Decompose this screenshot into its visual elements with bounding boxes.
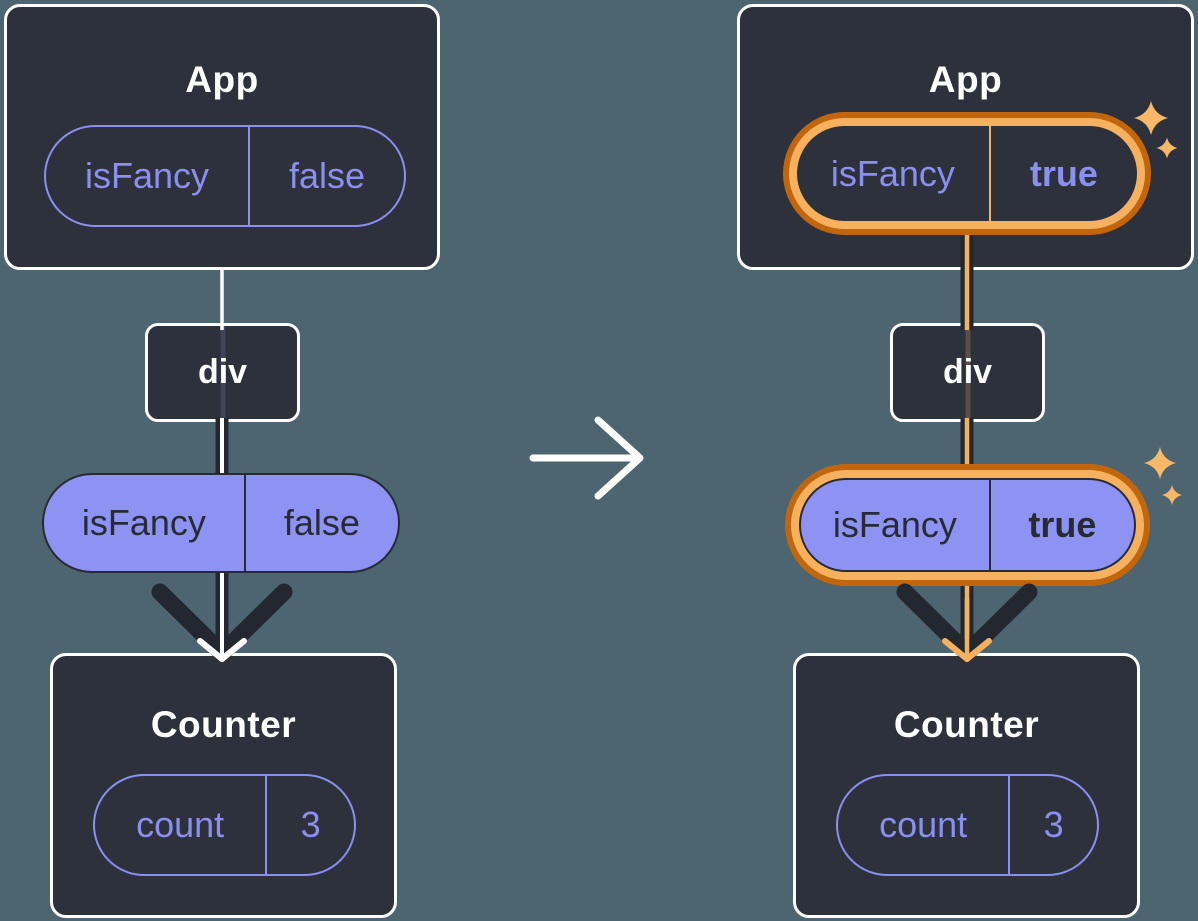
div-label: div xyxy=(942,353,993,391)
connector-ghost-line xyxy=(220,326,225,419)
state-name: count xyxy=(838,776,1011,874)
div-card-before: div xyxy=(145,323,300,422)
app-title: App xyxy=(928,59,1003,100)
prop-pill-before: isFancy false xyxy=(42,473,400,573)
state-name: count xyxy=(95,776,268,874)
connector-ghost-line xyxy=(965,326,970,419)
app-card-before: App isFancy false xyxy=(4,4,440,270)
counter-state-pill-after: count 3 xyxy=(836,774,1099,876)
arrow-right-icon xyxy=(529,416,644,500)
highlight-ring-prop: isFancy true xyxy=(785,464,1150,586)
state-value: 3 xyxy=(300,804,321,845)
state-value: true xyxy=(1029,152,1098,194)
state-name: isFancy xyxy=(797,126,991,221)
counter-title: Counter xyxy=(150,704,297,745)
state-value: 3 xyxy=(1043,804,1064,845)
app-state-pill-before: isFancy false xyxy=(44,125,406,227)
highlight-ring-app-state: isFancy true xyxy=(783,112,1151,235)
prop-name: isFancy xyxy=(801,480,991,570)
arrow-down-icon xyxy=(151,583,293,662)
div-label: div xyxy=(197,353,248,391)
counter-state-pill-before: count 3 xyxy=(93,774,356,876)
state-value: false xyxy=(288,155,366,196)
div-card-after: div xyxy=(890,323,1045,422)
sparkles-icon xyxy=(1144,447,1182,505)
prop-value: true xyxy=(1028,504,1097,545)
prop-pill-after: isFancy true xyxy=(799,478,1136,572)
state-name: isFancy xyxy=(46,127,251,225)
counter-title: Counter xyxy=(893,704,1040,745)
arrow-down-icon xyxy=(896,583,1038,662)
app-title: App xyxy=(185,59,259,100)
counter-card-before: Counter count 3 xyxy=(50,653,397,918)
prop-value: false xyxy=(283,502,360,543)
app-state-pill-after: isFancy true xyxy=(797,126,1137,221)
prop-name: isFancy xyxy=(44,475,246,571)
counter-card-after: Counter count 3 xyxy=(793,653,1140,918)
